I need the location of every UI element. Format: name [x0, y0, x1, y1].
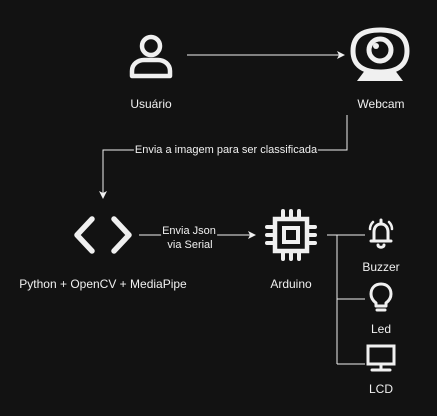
bulb-icon	[369, 282, 393, 312]
edge-label-image: Envia a imagem para ser classificada	[133, 144, 319, 157]
bell-icon	[368, 218, 394, 249]
chip-icon	[265, 209, 317, 261]
monitor-icon	[366, 344, 396, 372]
webcam-label: Webcam	[357, 97, 405, 111]
led-label: Led	[370, 322, 392, 336]
webcam-icon	[350, 27, 410, 81]
edge-arduino-outputs	[327, 234, 365, 365]
arduino-label: Arduino	[270, 277, 312, 291]
user-icon	[129, 34, 173, 79]
buzzer-label: Buzzer	[362, 260, 400, 274]
edge-label-serial: via Serial	[166, 239, 214, 252]
user-label: Usuário	[130, 97, 172, 111]
edge-label-json: Envia Json	[161, 225, 217, 238]
code-icon	[74, 216, 132, 254]
python-label: Python + OpenCV + MediaPipe	[19, 277, 187, 291]
lcd-label: LCD	[368, 382, 394, 396]
